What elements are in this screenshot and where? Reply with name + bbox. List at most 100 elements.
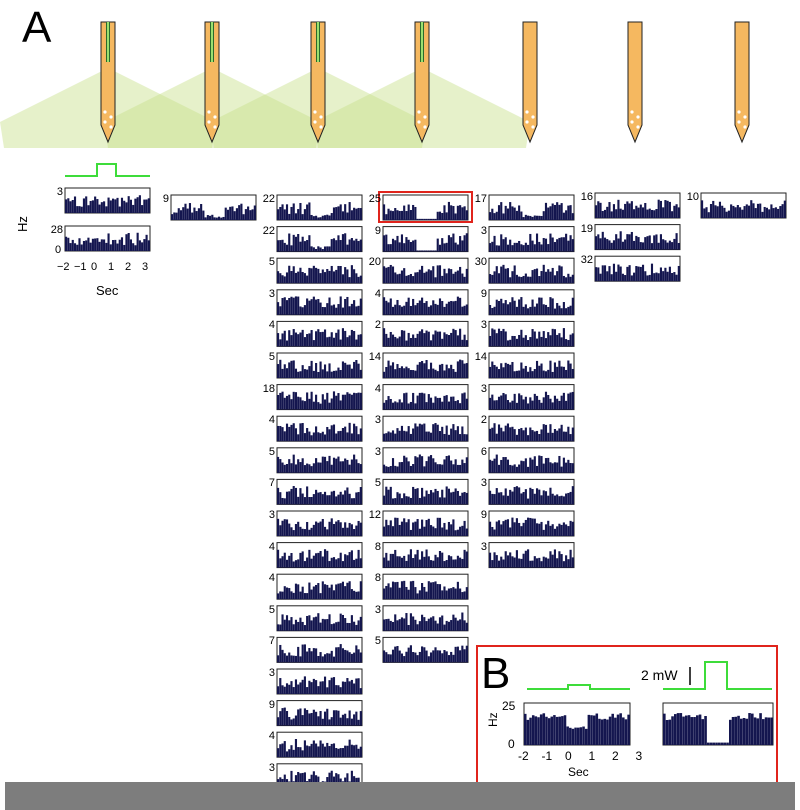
histogram-bar xyxy=(412,276,415,284)
histogram-bar xyxy=(332,337,336,347)
histogram-bar xyxy=(359,616,362,631)
histogram-bar xyxy=(495,454,498,473)
histogram-bar xyxy=(675,233,678,250)
histogram-bar xyxy=(416,488,419,505)
histogram xyxy=(488,384,575,411)
histogram-bar xyxy=(436,623,439,631)
histogram-bar xyxy=(321,394,324,410)
histogram-bar xyxy=(497,560,501,568)
histogram-bar xyxy=(515,486,518,505)
histogram-bar xyxy=(330,239,333,252)
histogram-bar xyxy=(344,426,347,442)
histogram-bar xyxy=(418,423,421,442)
histogram-bar xyxy=(182,207,185,220)
histogram xyxy=(488,289,575,316)
histogram-bar xyxy=(279,306,282,315)
histogram-bar xyxy=(292,530,295,536)
histogram-bar xyxy=(405,366,408,378)
histogram-bar xyxy=(337,494,340,505)
histogram-bar xyxy=(292,454,295,473)
histogram-bar xyxy=(100,239,103,251)
histogram-bar xyxy=(538,215,541,220)
histogram-bar xyxy=(445,273,448,284)
histogram-bar xyxy=(529,306,532,315)
histogram-bar xyxy=(290,527,293,536)
histogram-bar xyxy=(341,328,344,347)
histogram-bar xyxy=(529,276,532,284)
histogram-bar xyxy=(65,236,68,251)
histogram-bar xyxy=(459,619,462,631)
histogram-bar xyxy=(283,686,286,694)
histogram-bar xyxy=(524,458,527,473)
histogram-bar xyxy=(438,497,442,505)
histogram-bar xyxy=(87,205,90,213)
histogram-bar xyxy=(285,464,289,473)
histogram-bar xyxy=(677,265,680,282)
histogram-bar xyxy=(323,711,327,726)
histogram-bar xyxy=(416,426,419,442)
histogram-bar xyxy=(461,558,464,568)
histogram-bar xyxy=(109,244,112,251)
histogram-bar xyxy=(355,492,358,505)
histogram-bar xyxy=(432,300,435,315)
histogram-bar xyxy=(452,491,455,505)
histogram xyxy=(276,226,363,253)
histogram-bar xyxy=(323,272,327,284)
histogram-bar xyxy=(355,678,358,694)
histogram-bar xyxy=(495,333,498,347)
histogram-bar xyxy=(315,299,318,315)
histogram-bar xyxy=(610,274,613,282)
histogram-bar xyxy=(357,719,360,726)
histogram-bar xyxy=(518,522,521,536)
histogram-bar xyxy=(341,681,344,694)
histogram-bar xyxy=(396,338,399,347)
histogram xyxy=(382,510,469,537)
histogram-bar xyxy=(461,492,464,505)
histogram-bar xyxy=(317,268,320,284)
histogram-bar xyxy=(387,360,390,378)
histogram-bar xyxy=(308,529,311,536)
histogram-bar xyxy=(441,527,444,536)
histogram-bar xyxy=(513,371,516,378)
histogram-bar xyxy=(441,212,444,220)
histogram-bar xyxy=(421,487,424,505)
histogram-bar xyxy=(560,466,563,473)
histogram-bar xyxy=(391,238,395,252)
histogram-bar xyxy=(319,433,322,442)
histogram-bar xyxy=(527,403,530,410)
histogram-peak-label: 25 xyxy=(368,193,381,205)
histogram-bar xyxy=(315,331,318,347)
histogram-bar xyxy=(339,613,342,631)
histogram-bar xyxy=(429,617,433,631)
optrode-shank-icon xyxy=(414,21,430,144)
histogram-bar xyxy=(522,399,525,410)
histogram-bar xyxy=(348,522,351,536)
histogram-peak-label: 5 xyxy=(268,351,275,363)
histogram-bar xyxy=(301,307,304,315)
histogram-bar xyxy=(118,239,121,251)
histogram-bar xyxy=(533,493,536,505)
histogram-bar xyxy=(765,207,768,218)
histogram xyxy=(382,320,469,347)
histogram xyxy=(276,510,363,537)
histogram-bar xyxy=(515,550,518,568)
histogram-bar xyxy=(551,371,554,378)
histogram-bar xyxy=(297,209,300,220)
histogram-bar xyxy=(67,237,70,251)
histogram-bar xyxy=(520,395,523,410)
histogram-bar xyxy=(403,656,406,663)
histogram-bar xyxy=(502,457,505,473)
histogram-peak-label: 9 xyxy=(480,509,487,521)
histogram-bar xyxy=(350,329,353,347)
histogram-bar xyxy=(400,521,404,536)
histogram-bar xyxy=(549,233,552,252)
histogram-bar xyxy=(297,559,300,568)
histogram-bar xyxy=(303,433,306,442)
histogram-bar xyxy=(407,403,410,410)
histogram-bar xyxy=(335,710,338,726)
histogram-bar xyxy=(319,652,322,663)
histogram-bar xyxy=(520,211,523,220)
histogram-bar xyxy=(319,247,322,252)
histogram-bar xyxy=(321,369,324,378)
histogram-bar xyxy=(524,273,527,284)
